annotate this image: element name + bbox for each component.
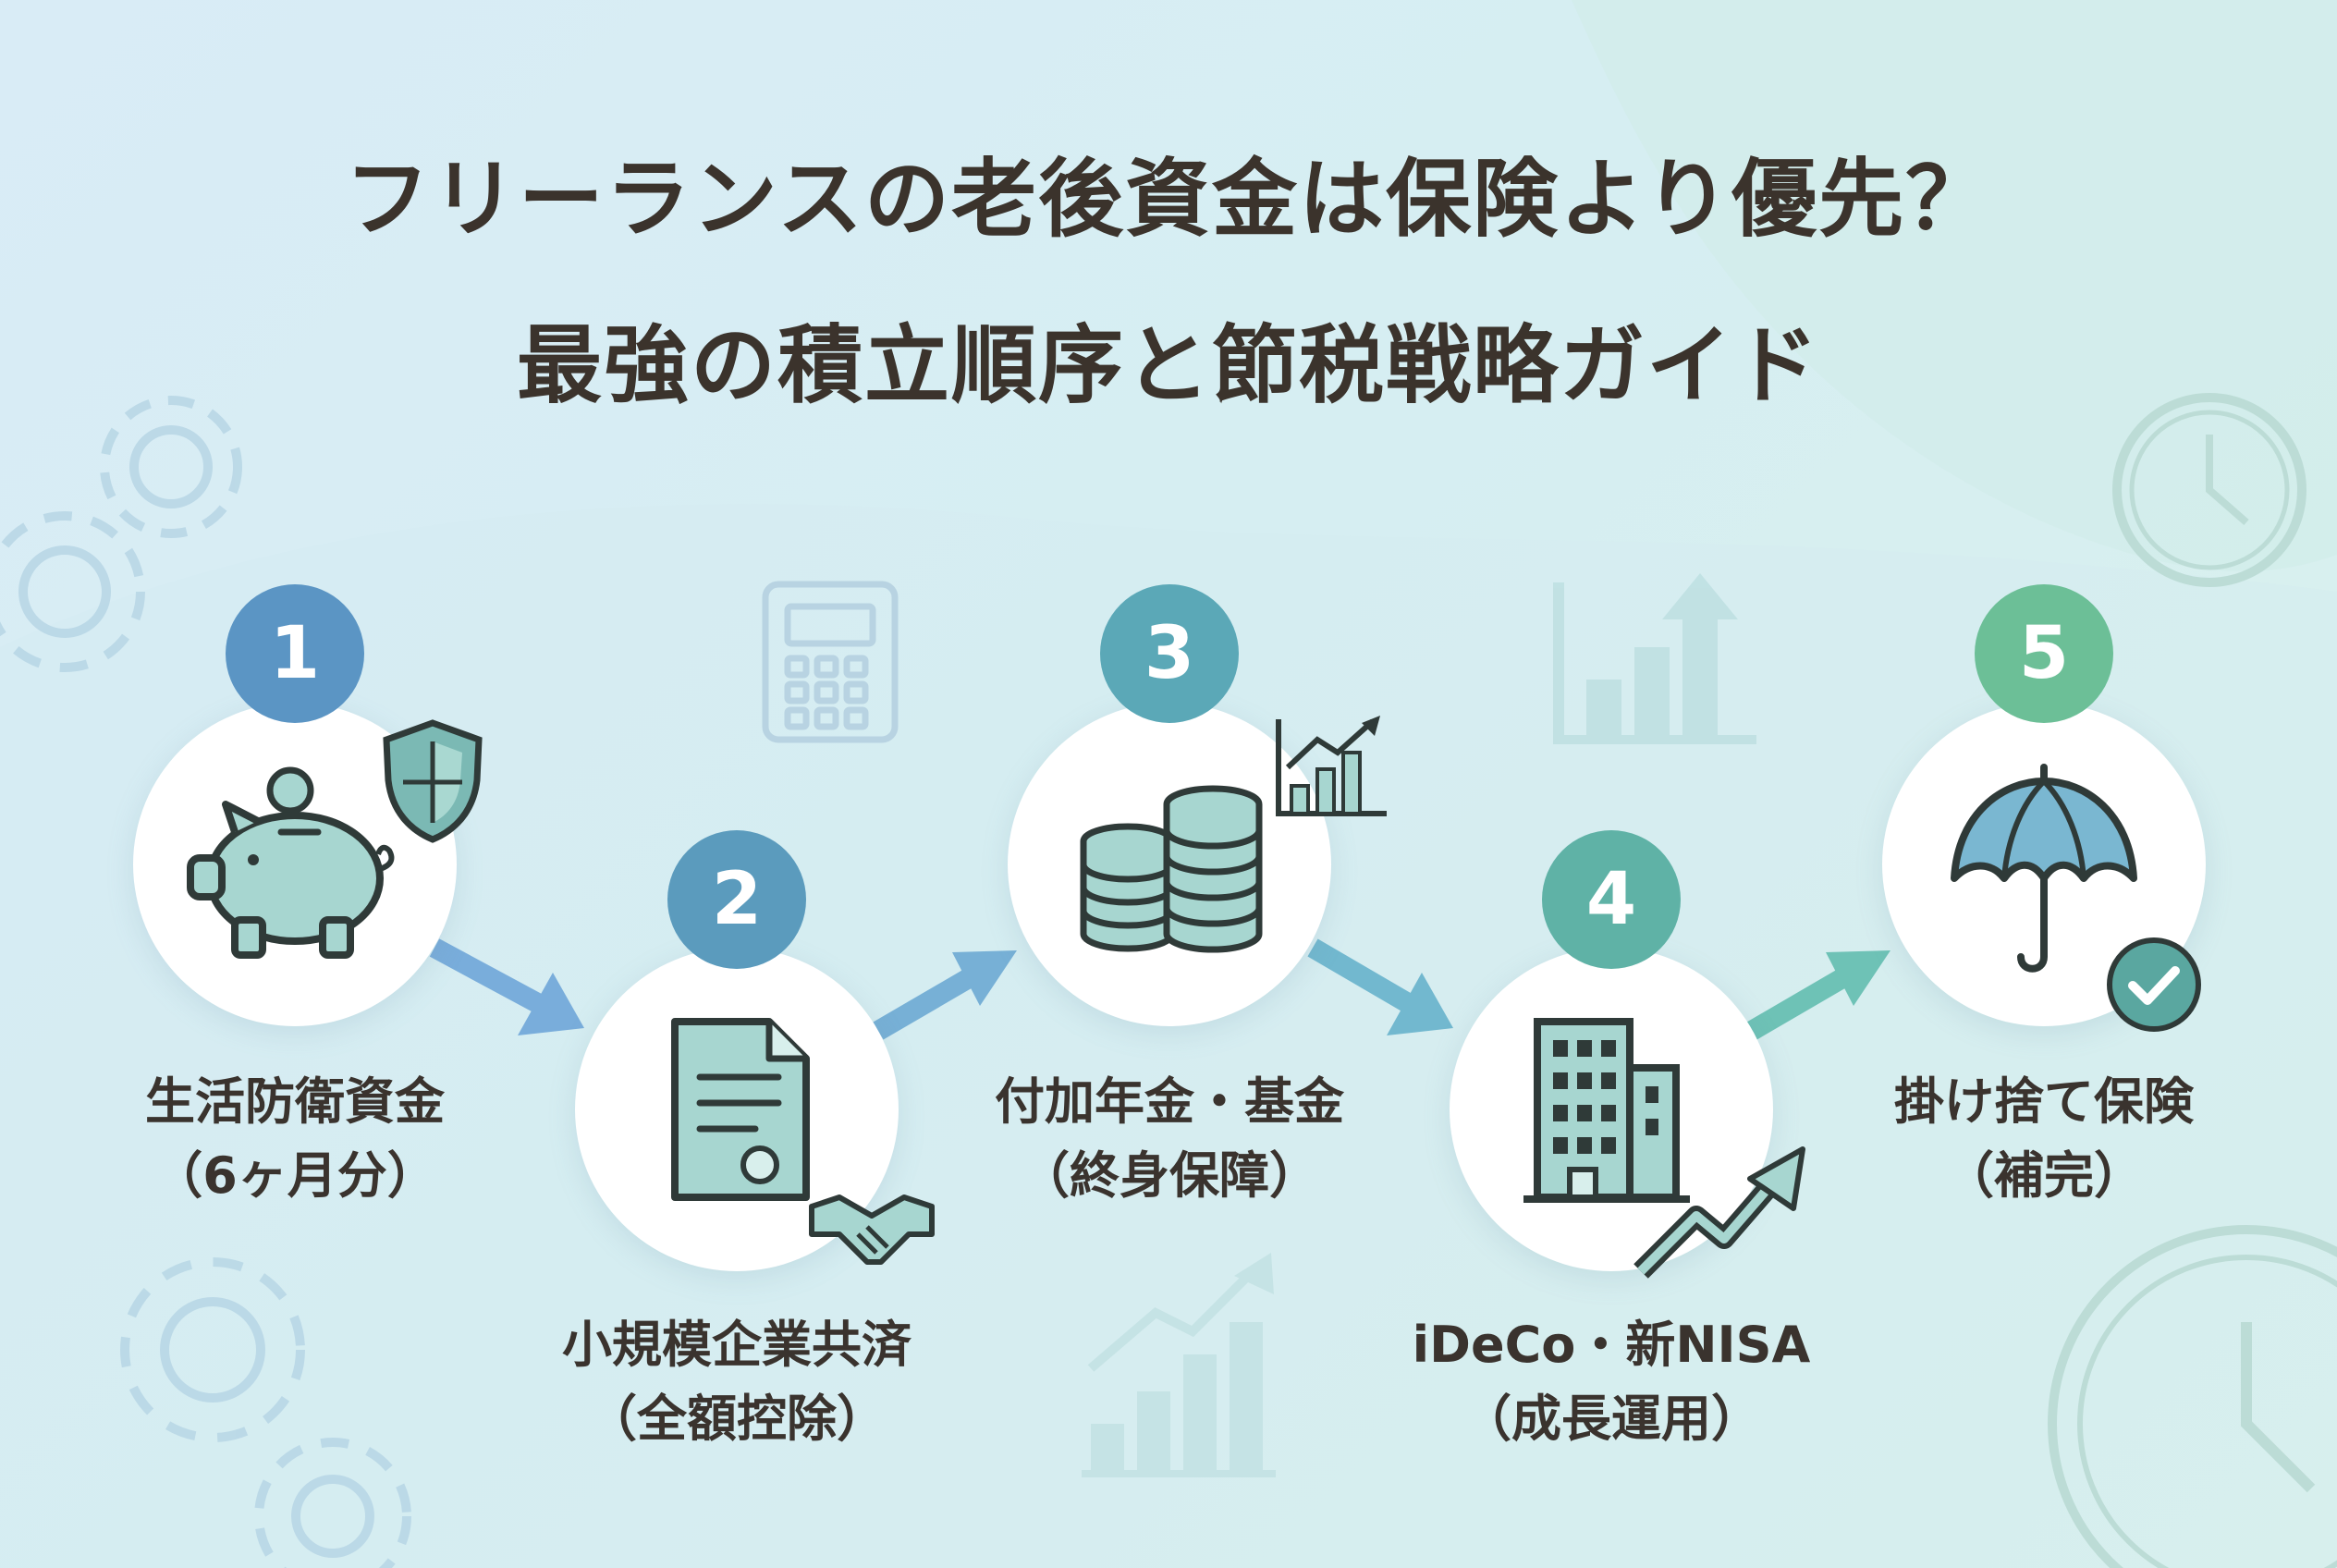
step-3-badge: 3 [1100,584,1239,723]
clock-icon [2048,393,2337,1568]
shield-icon [383,719,483,843]
step-3-sub: （終身保障） [1020,1146,1319,1205]
growth-chart-icon [1553,573,1756,744]
step-4-badge: 4 [1542,830,1681,969]
step-1-badge: 1 [226,584,364,723]
step-4-sub: （成長運用） [1462,1390,1761,1448]
step-1-label: 生活防衛資金 （6ヶ月分） [36,1065,554,1213]
title-line-1: フリーランスの老後資金は保険より優先？ [344,150,1993,249]
step-3-label: 付加年金・基金 （終身保障） [911,1065,1428,1213]
step-5-sub: （補完） [1944,1146,2144,1205]
umbrella-icon [1951,764,2137,973]
step-3-name: 付加年金・基金 [995,1072,1344,1131]
calculator-icon [762,581,899,743]
step-5-badge: 5 [1975,584,2113,723]
growth-chart-icon [1082,1253,1276,1477]
step-1-sub: （6ヶ月分） [153,1146,437,1205]
step-1-name: 生活防衛資金 [145,1072,445,1131]
check-icon [2107,937,2201,1032]
step-5-label: 掛け捨て保険 （補完） [1785,1065,2303,1213]
title-line-2: 最強の積立順序と節税戦略ガイド [516,316,1820,415]
step-2-badge: 2 [667,830,806,969]
handshake-icon [809,1194,935,1265]
trend-arrow-icon [1633,1146,1805,1279]
step-4-name: iDeCo・新NISA [1412,1316,1811,1374]
chart-icon [1276,716,1387,816]
step-4-circle [1450,948,1773,1271]
step-5-name: 掛け捨て保険 [1894,1072,2194,1131]
coin-stack-icon [1080,785,1263,953]
gear-icon [0,396,411,1568]
building-icon [1523,1018,1690,1203]
step-4-label: iDeCo・新NISA （成長運用） [1352,1308,1870,1456]
step-2-label: 小規模企業共済 （全額控除） [478,1308,996,1456]
step-2-name: 小規模企業共済 [562,1316,912,1374]
piggy-bank-icon [187,766,395,959]
document-icon [671,1018,810,1201]
step-2-sub: （全額控除） [587,1390,887,1448]
step-2-circle [575,948,899,1271]
page-title: フリーランスの老後資金は保険より優先？ 最強の積立順序と節税戦略ガイド [0,157,2337,427]
